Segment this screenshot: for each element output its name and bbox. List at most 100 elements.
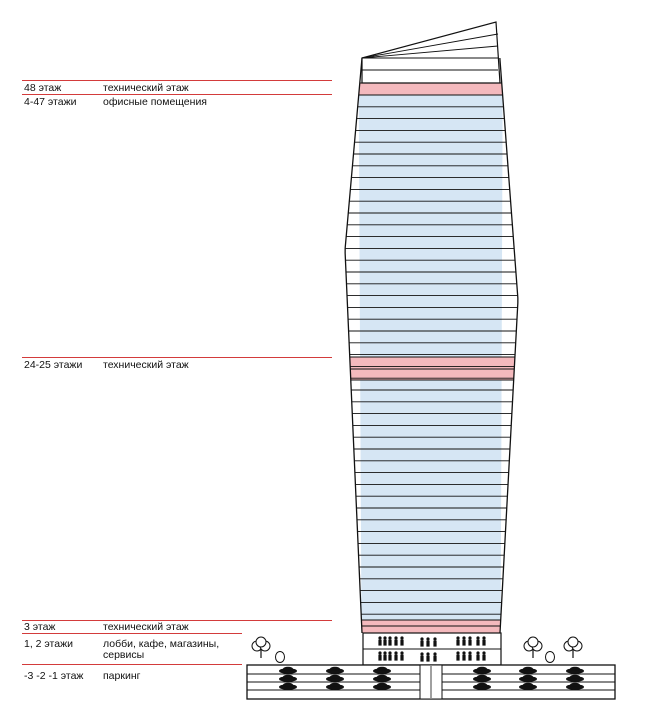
car-icon bbox=[377, 682, 387, 687]
people-icon bbox=[482, 639, 486, 646]
level-1-2-floors: 1, 2 этажи bbox=[24, 638, 73, 650]
level-24-25-use: технический этаж bbox=[103, 359, 189, 371]
people-icon bbox=[394, 654, 398, 661]
level-48-floors: 48 этаж bbox=[24, 82, 62, 94]
people-icon bbox=[388, 639, 392, 646]
technical-floor-48 bbox=[358, 83, 503, 95]
people-icon bbox=[462, 654, 466, 661]
car-icon bbox=[570, 682, 580, 687]
people-icon bbox=[433, 652, 437, 656]
people-icon bbox=[378, 636, 382, 640]
bush-icon bbox=[275, 651, 285, 663]
tower-left-edge bbox=[344, 57, 363, 634]
people-icon bbox=[426, 652, 430, 656]
people-icon bbox=[476, 636, 480, 640]
people-icon bbox=[433, 637, 437, 641]
tree-icon bbox=[567, 636, 579, 648]
people-icon bbox=[426, 655, 430, 662]
base-layer bbox=[246, 632, 616, 700]
people-icon bbox=[383, 654, 387, 661]
car-icon bbox=[570, 674, 580, 679]
people-icon bbox=[426, 637, 430, 641]
level-4-47-use: офисные помещения bbox=[103, 96, 207, 108]
level-3-use: технический этаж bbox=[103, 621, 189, 633]
people-icon bbox=[482, 636, 486, 640]
people-icon bbox=[456, 654, 460, 661]
crown-line bbox=[361, 45, 499, 59]
people-icon bbox=[462, 651, 466, 655]
tower-crown bbox=[361, 21, 501, 84]
people-icon bbox=[462, 636, 466, 640]
car-icon bbox=[283, 666, 293, 671]
people-icon bbox=[394, 639, 398, 646]
leader-line-1-2 bbox=[22, 633, 242, 634]
people-icon bbox=[420, 655, 424, 662]
people-icon bbox=[400, 636, 404, 640]
people-icon bbox=[420, 652, 424, 656]
people-icon bbox=[388, 654, 392, 661]
car-icon bbox=[330, 674, 340, 679]
car-icon bbox=[523, 674, 533, 679]
people-icon bbox=[378, 639, 382, 646]
car-icon bbox=[477, 674, 487, 679]
people-icon bbox=[468, 636, 472, 640]
people-icon bbox=[468, 639, 472, 646]
leader-line-48 bbox=[22, 80, 332, 81]
people-icon bbox=[456, 639, 460, 646]
people-icon bbox=[456, 651, 460, 655]
people-icon bbox=[476, 654, 480, 661]
people-icon bbox=[394, 651, 398, 655]
leader-line-3 bbox=[22, 620, 332, 621]
people-icon bbox=[433, 640, 437, 647]
car-icon bbox=[330, 666, 340, 671]
car-icon bbox=[330, 682, 340, 687]
car-icon bbox=[377, 666, 387, 671]
crown-line bbox=[361, 33, 499, 59]
car-icon bbox=[283, 682, 293, 687]
people-icon bbox=[433, 655, 437, 662]
people-icon bbox=[476, 639, 480, 646]
people-icon bbox=[378, 654, 382, 661]
tree-icon bbox=[527, 636, 539, 648]
people-icon bbox=[420, 637, 424, 641]
people-icon bbox=[400, 654, 404, 661]
car-icon bbox=[283, 674, 293, 679]
car-icon bbox=[377, 674, 387, 679]
level-parking-use: паркинг bbox=[103, 670, 141, 682]
people-icon bbox=[482, 651, 486, 655]
people-icon bbox=[476, 651, 480, 655]
level-parking-floors: -3 -2 -1 этаж bbox=[24, 670, 84, 682]
people-icon bbox=[400, 651, 404, 655]
level-48-use: технический этаж bbox=[103, 82, 189, 94]
car-icon bbox=[477, 666, 487, 671]
leader-line-24-25 bbox=[22, 357, 332, 358]
bush-icon bbox=[545, 651, 555, 663]
people-icon bbox=[388, 651, 392, 655]
car-icon bbox=[523, 666, 533, 671]
tower-right-edge bbox=[499, 57, 519, 634]
people-icon bbox=[426, 640, 430, 647]
people-icon bbox=[383, 651, 387, 655]
leader-line-parking bbox=[22, 664, 242, 665]
people-icon bbox=[462, 639, 466, 646]
technical-floor-3 bbox=[361, 620, 501, 633]
people-icon bbox=[468, 651, 472, 655]
people-icon bbox=[383, 636, 387, 640]
people-icon bbox=[394, 636, 398, 640]
car-icon bbox=[477, 682, 487, 687]
people-icon bbox=[420, 640, 424, 647]
leader-line-4-47 bbox=[22, 94, 332, 95]
people-icon bbox=[378, 651, 382, 655]
car-icon bbox=[570, 666, 580, 671]
tree-icon bbox=[255, 636, 267, 648]
people-icon bbox=[383, 639, 387, 646]
people-icon bbox=[468, 654, 472, 661]
level-1-2-use: лобби, кафе, магазины, сервисы bbox=[103, 638, 220, 661]
people-icon bbox=[400, 639, 404, 646]
people-icon bbox=[456, 636, 460, 640]
level-4-47-floors: 4-47 этажи bbox=[24, 96, 77, 108]
people-icon bbox=[388, 636, 392, 640]
people-icon bbox=[482, 654, 486, 661]
car-icon bbox=[523, 682, 533, 687]
